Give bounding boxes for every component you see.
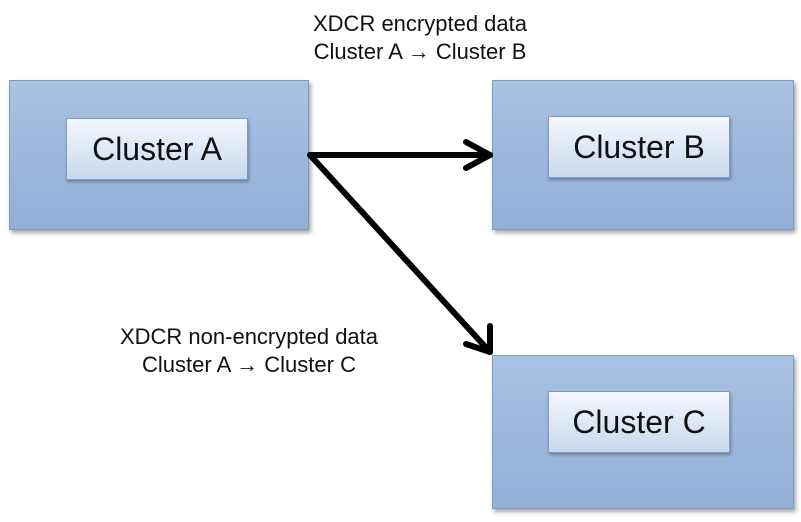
encrypted-caption-line2: Cluster A → Cluster B: [313, 39, 527, 64]
cluster-b-label: Cluster B: [573, 128, 705, 165]
cluster-b-label-box: Cluster B: [548, 116, 730, 178]
arrow-a-to-c-head: [463, 323, 493, 355]
cluster-c-label: Cluster C: [572, 403, 706, 440]
cluster-c-label-box: Cluster C: [548, 391, 730, 453]
cluster-a-label: Cluster A: [92, 130, 222, 167]
encrypted-caption-line1: XDCR encrypted data: [313, 11, 527, 36]
non-encrypted-caption-line1: XDCR non-encrypted data: [119, 324, 379, 349]
non-encrypted-caption: XDCR non-encrypted data Cluster A → Clus…: [90, 323, 408, 379]
cluster-b-box[interactable]: Cluster B: [492, 80, 794, 230]
arrow-a-to-c: [307, 152, 493, 355]
arrow-a-to-b-head: [463, 139, 493, 171]
encrypted-caption: XDCR encrypted data Cluster A → Cluster …: [265, 10, 575, 66]
non-encrypted-caption-line2: Cluster A → Cluster C: [142, 352, 356, 377]
cluster-c-box[interactable]: Cluster C: [492, 355, 794, 509]
cluster-a-box[interactable]: Cluster A: [9, 80, 309, 230]
cluster-a-label-box: Cluster A: [66, 118, 248, 180]
